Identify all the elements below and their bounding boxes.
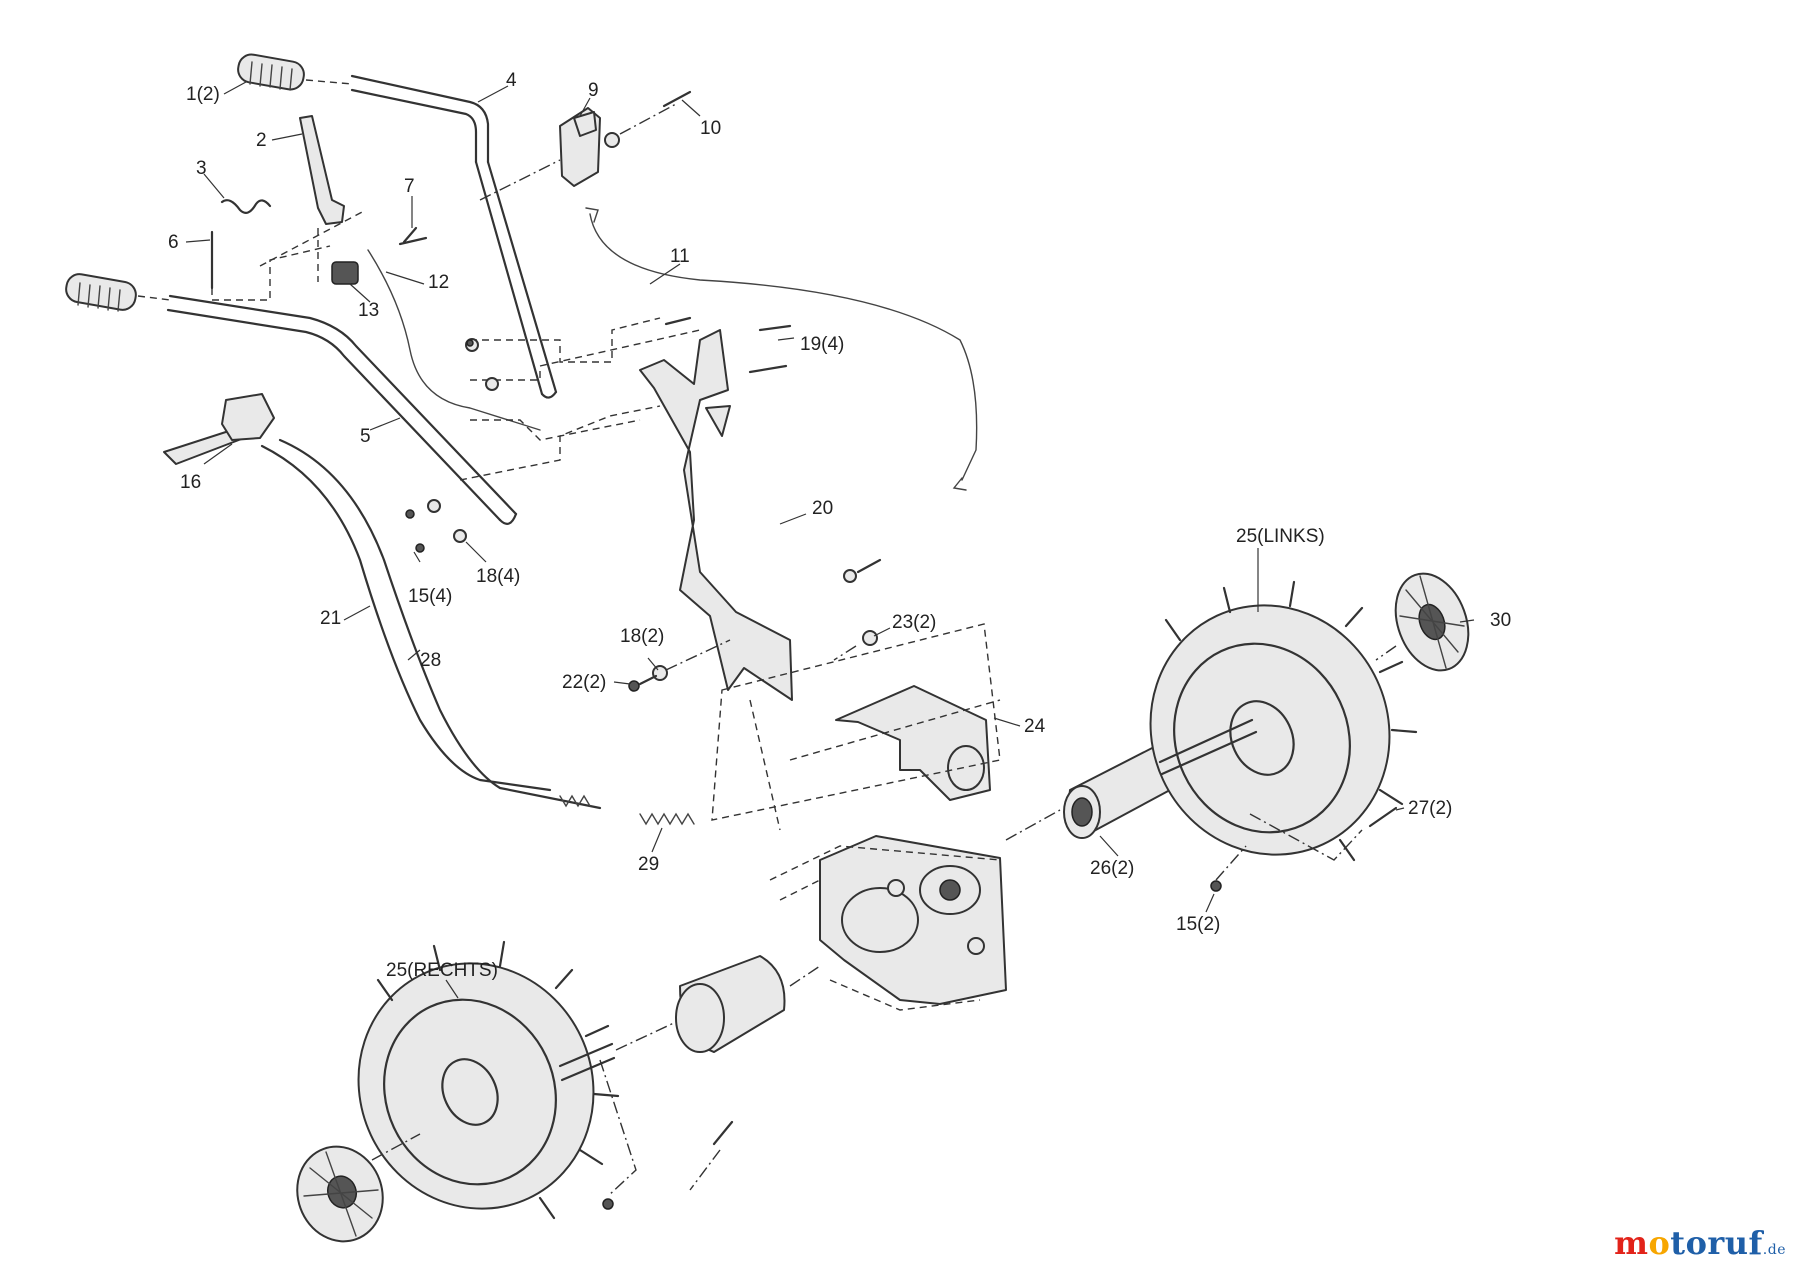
nut-right bbox=[602, 1198, 614, 1210]
wheel-hub-left bbox=[1063, 743, 1173, 839]
label-25-links: 25(LINKS) bbox=[1236, 526, 1325, 547]
fasteners-22-18 bbox=[628, 665, 668, 692]
bolts-19 bbox=[664, 316, 792, 374]
upper-handlebar bbox=[350, 74, 558, 399]
cable-21 bbox=[260, 444, 552, 792]
label-26: 26(2) bbox=[1090, 858, 1134, 879]
label-3: 3 bbox=[196, 158, 207, 179]
leader-lines bbox=[185, 81, 1475, 999]
wheel-right bbox=[357, 940, 620, 1220]
watermark-letter: o bbox=[1648, 1224, 1671, 1262]
label-7: 7 bbox=[404, 176, 415, 197]
wheel-left bbox=[1149, 580, 1418, 862]
nut-23 bbox=[862, 630, 878, 646]
label-13: 13 bbox=[358, 300, 379, 321]
watermark-logo: motoruf.de bbox=[1614, 1224, 1786, 1262]
label-22: 22(2) bbox=[562, 672, 606, 693]
label-15b: 15(2) bbox=[1176, 914, 1220, 935]
nut-15b bbox=[1210, 880, 1222, 892]
label-12: 12 bbox=[428, 272, 449, 293]
cable-11 bbox=[589, 213, 978, 481]
transmission-housing bbox=[819, 835, 1007, 1005]
watermark-letter: m bbox=[1614, 1224, 1649, 1262]
clutch-lever bbox=[163, 393, 275, 465]
grip-lower bbox=[65, 273, 137, 312]
label-16: 16 bbox=[180, 472, 201, 493]
cable-12 bbox=[367, 249, 541, 431]
fasteners-handle bbox=[405, 338, 499, 553]
watermark-text-a: mot bbox=[1614, 1224, 1685, 1262]
grip-top bbox=[237, 53, 305, 91]
label-23: 23(2) bbox=[892, 612, 936, 633]
bolt-10 bbox=[662, 90, 692, 108]
label-24: 24 bbox=[1024, 716, 1046, 737]
part-labels: 1(2) 2 3 4 5 6 7 9 10 11 12 13 15(4) 15(… bbox=[168, 70, 1511, 981]
watermark-text-b: oruf bbox=[1685, 1224, 1763, 1262]
label-28: 28 bbox=[420, 650, 441, 671]
label-6: 6 bbox=[168, 232, 179, 253]
hub-cap-right bbox=[296, 1145, 384, 1243]
label-9: 9 bbox=[588, 80, 599, 101]
hub-cap-30 bbox=[1394, 572, 1470, 672]
handle-support-frame bbox=[639, 329, 793, 701]
bracket bbox=[331, 261, 359, 285]
label-21: 21 bbox=[320, 608, 341, 629]
bolt-right bbox=[712, 1120, 734, 1146]
label-1: 1(2) bbox=[186, 84, 220, 105]
label-2: 2 bbox=[256, 130, 267, 151]
cable-28 bbox=[278, 438, 602, 810]
label-18a: 18(4) bbox=[476, 566, 520, 587]
label-4: 4 bbox=[506, 70, 517, 91]
lower-handlebar bbox=[166, 294, 518, 525]
spring-clip bbox=[220, 199, 272, 214]
label-27: 27(2) bbox=[1408, 798, 1452, 819]
label-19: 19(4) bbox=[800, 334, 844, 355]
watermark-suffix: .de bbox=[1762, 1242, 1786, 1258]
watermark-letter: t bbox=[1670, 1224, 1686, 1262]
label-30: 30 bbox=[1490, 610, 1511, 631]
label-20: 20 bbox=[812, 498, 833, 519]
spring-29 bbox=[639, 812, 695, 826]
label-25-rechts: 25(RECHTS) bbox=[386, 960, 498, 981]
label-18b: 18(2) bbox=[620, 626, 664, 647]
cover-panel bbox=[835, 685, 991, 801]
bolt-27 bbox=[1368, 806, 1398, 828]
label-5: 5 bbox=[360, 426, 371, 447]
label-29: 29 bbox=[638, 854, 659, 875]
label-10: 10 bbox=[700, 118, 721, 139]
label-15a: 15(4) bbox=[408, 586, 452, 607]
shift-lever bbox=[299, 115, 345, 225]
control-box bbox=[559, 107, 620, 187]
wheel-hub-right bbox=[675, 955, 786, 1053]
label-11: 11 bbox=[670, 246, 690, 267]
bolt-7 bbox=[398, 226, 428, 246]
